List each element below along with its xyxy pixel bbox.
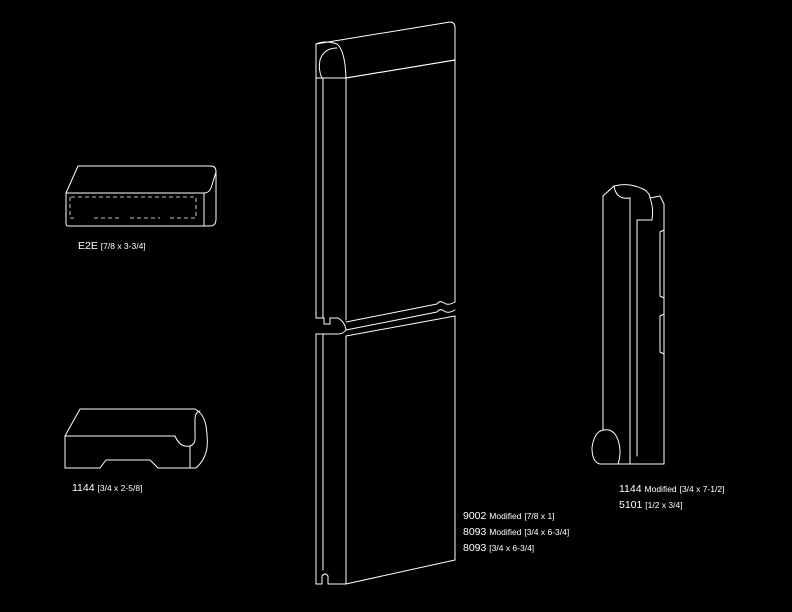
label-note: Modified bbox=[489, 527, 522, 537]
center-panel-profile bbox=[315, 21, 456, 585]
casing-1144-label: 1144 [3/4 x 2-5/8] bbox=[72, 482, 142, 495]
label-note: Modified bbox=[489, 511, 522, 521]
label-size: [3/4 x 7-1/2] bbox=[679, 484, 725, 494]
e2e-label: E2E [7/8 x 3-3/4] bbox=[78, 240, 146, 253]
right-casing-profile bbox=[591, 184, 665, 465]
casing-1144-size: [3/4 x 2-5/8] bbox=[97, 483, 143, 493]
center-labels: 9002 Modified [7/8 x 1] 8093 Modified [3… bbox=[463, 510, 569, 555]
label-code: 5101 bbox=[619, 499, 643, 511]
label-note: Modified bbox=[644, 484, 677, 494]
center-label-line: 9002 Modified [7/8 x 1] bbox=[463, 510, 569, 523]
label-size: [1/2 x 3/4] bbox=[645, 500, 683, 510]
label-size: [3/4 x 6-3/4] bbox=[489, 543, 535, 553]
e2e-board-profile bbox=[65, 165, 217, 227]
casing-1144-profile bbox=[64, 408, 208, 469]
label-code: 9002 bbox=[463, 510, 487, 522]
e2e-size: [7/8 x 3-3/4] bbox=[100, 241, 146, 251]
center-label-line: 8093 Modified [3/4 x 6-3/4] bbox=[463, 526, 569, 539]
casing-1144-code: 1144 bbox=[72, 482, 95, 494]
right-labels: 1144 Modified [3/4 x 7-1/2] 5101 [1/2 x … bbox=[619, 483, 724, 512]
right-label-line: 1144 Modified [3/4 x 7-1/2] bbox=[619, 483, 724, 496]
label-code: 1144 bbox=[619, 483, 642, 495]
label-size: [7/8 x 1] bbox=[524, 511, 555, 521]
e2e-code: E2E bbox=[78, 240, 98, 252]
center-label-line: 8093 [3/4 x 6-3/4] bbox=[463, 542, 569, 555]
right-label-line: 5101 [1/2 x 3/4] bbox=[619, 499, 724, 512]
label-code: 8093 bbox=[463, 526, 487, 538]
label-code: 8093 bbox=[463, 542, 487, 554]
label-size: [3/4 x 6-3/4] bbox=[524, 527, 570, 537]
